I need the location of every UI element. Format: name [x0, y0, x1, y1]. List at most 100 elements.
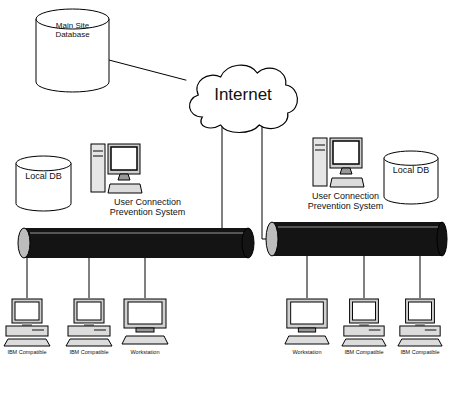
client-computer: IBM Compatible: [64, 298, 114, 355]
bus-highlight: [278, 226, 440, 228]
bus-tube: [272, 222, 442, 256]
keyboard: [122, 336, 168, 344]
network-link: [109, 60, 186, 80]
monitor: [74, 299, 104, 323]
server-computer: User Connection Prevention System: [90, 138, 205, 218]
drive-slot: [315, 144, 325, 146]
wire: [307, 254, 308, 298]
computer-label: User Connection Prevention System: [296, 191, 396, 212]
monitor-base: [298, 328, 315, 332]
computer-icon: [64, 298, 114, 348]
cylinder-shape: [383, 150, 439, 205]
database-label: Local DB: [25, 171, 62, 181]
screen: [128, 302, 162, 324]
client-computer: IBM Compatible: [340, 298, 388, 355]
lan-wires: [27, 254, 420, 298]
database-cylinder: Main Site Database: [35, 8, 110, 93]
keyboard: [4, 339, 50, 346]
cylinder-body: [384, 158, 438, 204]
workstation-computer: Workstation: [120, 298, 170, 355]
drive-slot: [369, 329, 381, 331]
database-label: Main Site Database: [49, 21, 97, 39]
computer-icon: [120, 298, 170, 348]
monitor-stand: [118, 174, 130, 180]
computer-icon: [2, 298, 52, 348]
cylinder-body: [36, 19, 109, 92]
computer-icon: [283, 298, 331, 348]
database-cylinder: Local DB: [383, 150, 439, 205]
tower-case: [91, 144, 105, 192]
wire: [27, 255, 28, 298]
drive-slot: [93, 150, 103, 152]
desktop-case: [344, 326, 384, 336]
computer-icon: [312, 132, 364, 190]
cylinder-shape: [35, 8, 110, 93]
keyboard: [285, 336, 329, 344]
monitor: [108, 144, 140, 174]
bus-end: [242, 228, 254, 258]
keyboard: [108, 184, 142, 193]
tower-case: [313, 138, 327, 186]
screen: [77, 302, 101, 320]
bus-tube: [24, 228, 248, 258]
wire: [89, 257, 90, 298]
monitor: [406, 299, 435, 323]
database-cylinder: Local DB: [15, 155, 72, 212]
screen: [111, 147, 137, 170]
drive-slot: [93, 155, 103, 157]
computer-icon: [340, 298, 388, 348]
bus-end: [18, 228, 30, 258]
right-bus: [266, 222, 447, 256]
bus-end: [266, 222, 278, 256]
cylinder-top: [16, 156, 71, 171]
workstation-computer: Workstation: [283, 298, 331, 355]
monitor: [330, 138, 362, 168]
database-label: Local DB: [393, 165, 430, 175]
cloud-label: Internet: [214, 85, 272, 105]
wire: [222, 112, 223, 229]
monitor-base: [136, 328, 154, 332]
screen: [333, 141, 359, 164]
bus-end: [437, 222, 447, 256]
left-bus: [18, 228, 254, 258]
drive-slot: [32, 329, 44, 331]
wire: [262, 112, 267, 239]
screen: [408, 302, 431, 320]
monitor: [124, 299, 166, 328]
cloud-outline: [190, 65, 298, 132]
wire: [145, 257, 146, 298]
client-computer: IBM Compatible: [396, 298, 444, 355]
computer-label: Workstation: [131, 349, 160, 355]
screen: [15, 302, 39, 320]
computer-label: IBM Compatible: [400, 349, 439, 355]
drive-slot: [315, 149, 325, 151]
cylinder-shape: [15, 155, 72, 212]
keyboard: [398, 339, 442, 346]
wire: [420, 255, 421, 298]
cylinder-top: [384, 151, 438, 165]
screen: [352, 302, 375, 320]
desktop-case: [400, 326, 440, 336]
drive-slot: [94, 329, 106, 331]
computer-label: IBM Compatible: [344, 349, 383, 355]
desktop-case: [68, 326, 110, 336]
screen: [291, 302, 324, 324]
computer-label: Workstation: [293, 349, 322, 355]
monitor: [287, 299, 327, 328]
keyboard: [66, 339, 112, 346]
desktop-case: [6, 326, 48, 336]
drive-slot: [425, 329, 437, 331]
bus-highlight: [30, 232, 246, 234]
computer-label: IBM Compatible: [69, 349, 108, 355]
computer-label: User Connection Prevention System: [98, 197, 198, 218]
computer-label: IBM Compatible: [7, 349, 46, 355]
internet-cloud: Internet: [182, 55, 304, 135]
monitor: [12, 299, 42, 323]
computer-icon: [90, 138, 142, 196]
keyboard: [330, 178, 364, 187]
monitor-stand: [340, 168, 352, 174]
keyboard: [342, 339, 386, 346]
computer-icon: [396, 298, 444, 348]
